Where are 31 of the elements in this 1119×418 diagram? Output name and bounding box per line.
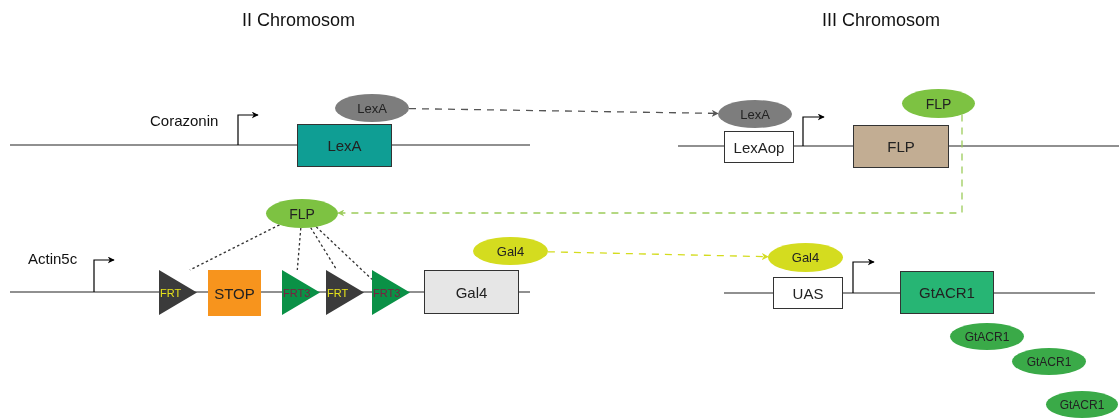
protein-ellipse: Gal4 bbox=[768, 243, 843, 272]
frt-triangle: FRT3 bbox=[282, 270, 320, 315]
protein-ellipse: LexA bbox=[718, 100, 792, 128]
dotted-line bbox=[189, 224, 281, 271]
protein-ellipse: GtACR1 bbox=[950, 323, 1024, 350]
gene-box: LexAop bbox=[724, 131, 794, 163]
dashed-arrow bbox=[337, 113, 963, 217]
chromosome-title: II Chromosom bbox=[242, 10, 356, 31]
dashed-arrow bbox=[408, 107, 719, 117]
gene-box: LexA bbox=[297, 124, 392, 167]
protein-ellipse: Gal4 bbox=[473, 237, 548, 265]
protein-ellipse: GtACR1 bbox=[1046, 391, 1118, 418]
protein-ellipse: FLP bbox=[902, 89, 975, 118]
frt-triangle: FRT3 bbox=[372, 270, 410, 315]
protein-ellipse: GtACR1 bbox=[1012, 348, 1086, 375]
promoter-label: Corazonin bbox=[150, 112, 219, 129]
dotted-line bbox=[296, 227, 302, 271]
protein-ellipse: FLP bbox=[266, 199, 338, 228]
gene-box: Gal4 bbox=[424, 270, 519, 314]
gene-box: GtACR1 bbox=[900, 271, 994, 314]
dotted-line bbox=[315, 226, 373, 281]
frt-triangle: FRT bbox=[159, 270, 197, 315]
protein-ellipse: LexA bbox=[335, 94, 409, 122]
dotted-line bbox=[310, 226, 338, 271]
gene-box: FLP bbox=[853, 125, 949, 168]
dashed-arrow bbox=[547, 251, 769, 261]
gene-box: STOP bbox=[208, 270, 261, 316]
frt-triangle: FRT bbox=[326, 270, 364, 315]
promoter-label: Actin5c bbox=[28, 250, 78, 267]
chromosome-title: III Chromosom bbox=[822, 10, 941, 31]
gene-box: UAS bbox=[773, 277, 843, 309]
